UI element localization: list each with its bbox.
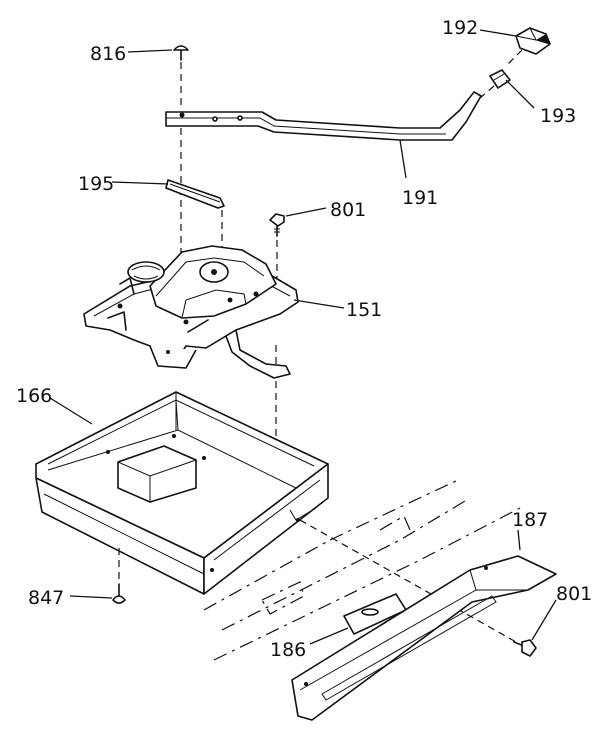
label-151: 151 [346, 299, 382, 321]
knob-192 [515, 27, 551, 55]
screw-801-upper [269, 213, 285, 237]
latch-assembly-151 [83, 245, 299, 379]
bracket-187 [291, 555, 557, 721]
tray-166 [35, 391, 329, 595]
label-186: 186 [270, 639, 306, 661]
label-193: 193 [540, 105, 576, 127]
screw-847 [112, 583, 126, 604]
clip-193 [489, 69, 511, 89]
label-195: 195 [78, 173, 114, 195]
label-847: 847 [28, 587, 64, 609]
label-801-lower: 801 [556, 583, 592, 605]
plate-186 [343, 593, 407, 635]
link-rod-195 [165, 179, 225, 209]
assembly-line-knob [479, 49, 523, 99]
label-801-upper: 801 [330, 199, 366, 221]
screw-801-lower [513, 639, 537, 657]
lever-rod-191 [165, 91, 482, 141]
label-192: 192 [442, 17, 478, 39]
screw-816 [173, 45, 189, 61]
counter-frame-outline [203, 479, 521, 661]
label-816: 816 [90, 43, 126, 65]
assembly-line-801-lower [299, 519, 517, 643]
label-187: 187 [512, 509, 548, 531]
leader-lines [49, 29, 557, 645]
label-166: 166 [16, 385, 52, 407]
label-191: 191 [402, 187, 438, 209]
